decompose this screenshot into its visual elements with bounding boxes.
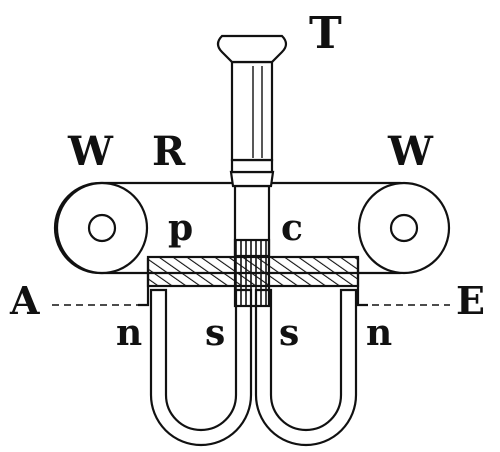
- wheel-left: [55, 181, 149, 275]
- pinion-gear: [233, 238, 271, 308]
- label-p: p: [168, 207, 193, 249]
- label-s-right: s: [279, 312, 299, 354]
- label-W-left: W: [67, 128, 114, 175]
- label-E: E: [456, 278, 485, 323]
- label-s-left: s: [205, 312, 225, 354]
- label-n-right: n: [366, 312, 392, 354]
- label-R: R: [152, 128, 186, 175]
- magnet-left: [149, 288, 253, 447]
- label-W-right: W: [387, 128, 434, 175]
- magnet-right: [254, 288, 358, 447]
- wheel-right: [357, 181, 451, 275]
- label-c: c: [281, 207, 303, 249]
- label-A: A: [9, 278, 40, 323]
- label-n-left: n: [116, 312, 142, 354]
- label-T: T: [309, 8, 342, 59]
